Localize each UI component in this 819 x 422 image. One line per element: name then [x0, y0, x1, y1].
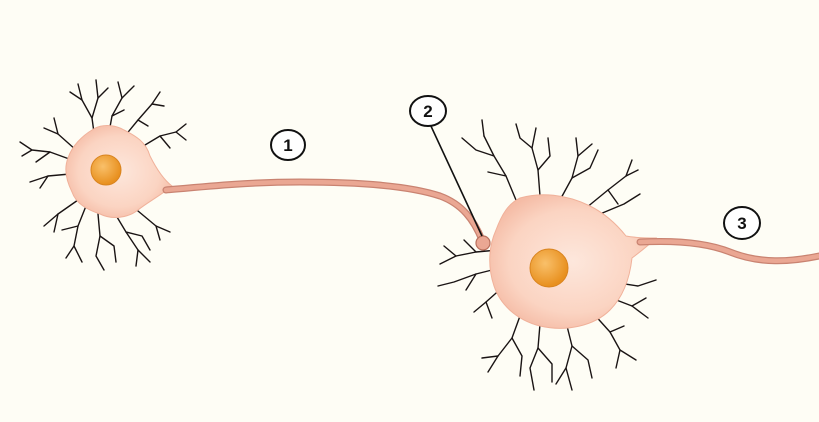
neuron-right-cell-body	[490, 195, 656, 329]
label-2-marker: 2	[410, 96, 446, 126]
neuron-right	[438, 120, 656, 390]
label-3-text: 3	[737, 214, 746, 233]
label-2-text: 2	[423, 102, 432, 121]
axon-left	[166, 182, 482, 240]
neuron-left	[20, 80, 186, 270]
label-1-marker: 1	[271, 130, 305, 160]
label-2-pointer-line	[430, 124, 482, 236]
neuron-left-nucleus	[91, 155, 121, 185]
neuron-right-nucleus	[530, 249, 568, 287]
label-1-text: 1	[283, 136, 292, 155]
label-3-marker: 3	[724, 207, 760, 239]
axon-terminal	[476, 236, 490, 250]
